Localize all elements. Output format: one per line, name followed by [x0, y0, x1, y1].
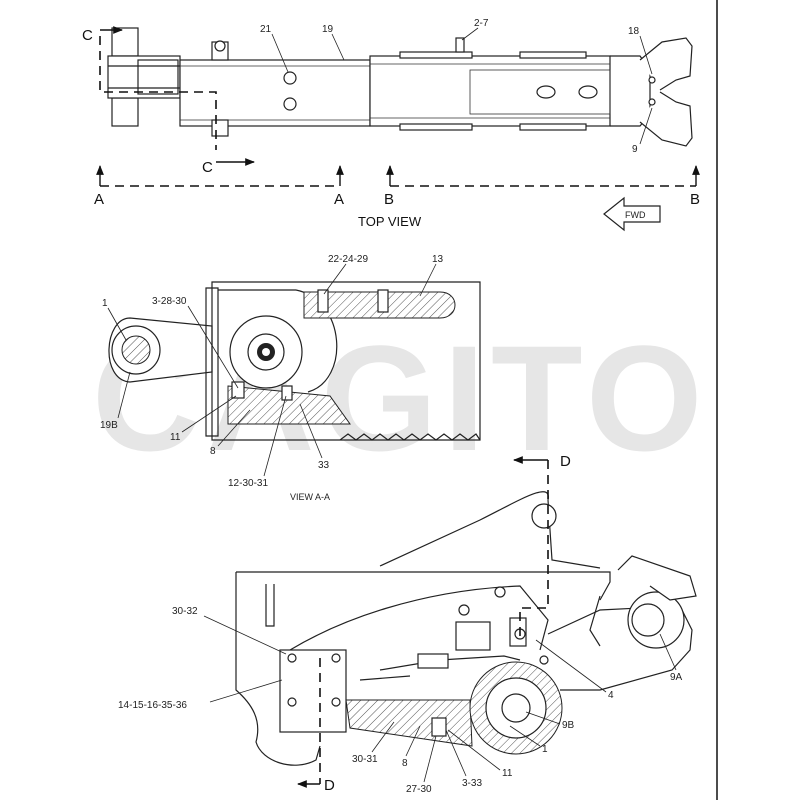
section-a-right: A [334, 191, 344, 208]
callout-2-7: 2-7 [474, 18, 489, 29]
callout-18: 18 [628, 26, 640, 37]
callout-1: 1 [102, 298, 108, 309]
section-a-left: A [94, 191, 104, 208]
lower-view: D D 30-32 14-15-16-35-36 4 9A 9B 1 30-31… [118, 453, 697, 795]
callout-1-lower: 1 [542, 744, 548, 755]
section-d-top: D [560, 453, 571, 470]
callout-9a: 9A [670, 672, 683, 683]
callout-21: 21 [260, 24, 272, 35]
callout-3-33: 3-33 [462, 778, 482, 789]
callout-8: 8 [210, 446, 216, 457]
fwd-label: FWD [625, 210, 646, 220]
top-view-title: TOP VIEW [358, 214, 422, 229]
callout-4: 4 [608, 690, 614, 701]
callout-13: 13 [432, 254, 444, 265]
callout-9b: 9B [562, 720, 575, 731]
section-d-bottom: D [324, 777, 335, 794]
callout-3-28-30: 3-28-30 [152, 296, 187, 307]
view-a-a: VIEW A-A 1 3-28-30 22-24-29 13 19B 11 8 … [100, 254, 481, 502]
callout-22-24-29: 22-24-29 [328, 254, 368, 265]
callout-30-32: 30-32 [172, 606, 198, 617]
callout-27-30: 27-30 [406, 784, 432, 795]
callout-19b: 19B [100, 420, 118, 431]
callout-33: 33 [318, 460, 330, 471]
callout-11-lower: 11 [502, 768, 513, 779]
section-b-left: B [384, 191, 394, 208]
callout-8-lower: 8 [402, 758, 408, 769]
fwd-arrow-icon [603, 196, 661, 232]
section-c-top: C [82, 27, 93, 44]
callout-19: 19 [322, 24, 334, 35]
top-view: C C A A B B TOP VIEW FWD 21 19 2-7 18 9 [82, 18, 700, 232]
callout-30-31: 30-31 [352, 754, 378, 765]
callout-11: 11 [170, 432, 181, 443]
view-a-a-title: VIEW A-A [290, 492, 330, 502]
section-c-bottom: C [202, 159, 213, 176]
callout-9: 9 [632, 144, 638, 155]
callout-14-15-16-35-36: 14-15-16-35-36 [118, 700, 187, 711]
callout-12-30-31: 12-30-31 [228, 478, 268, 489]
section-b-right: B [690, 191, 700, 208]
